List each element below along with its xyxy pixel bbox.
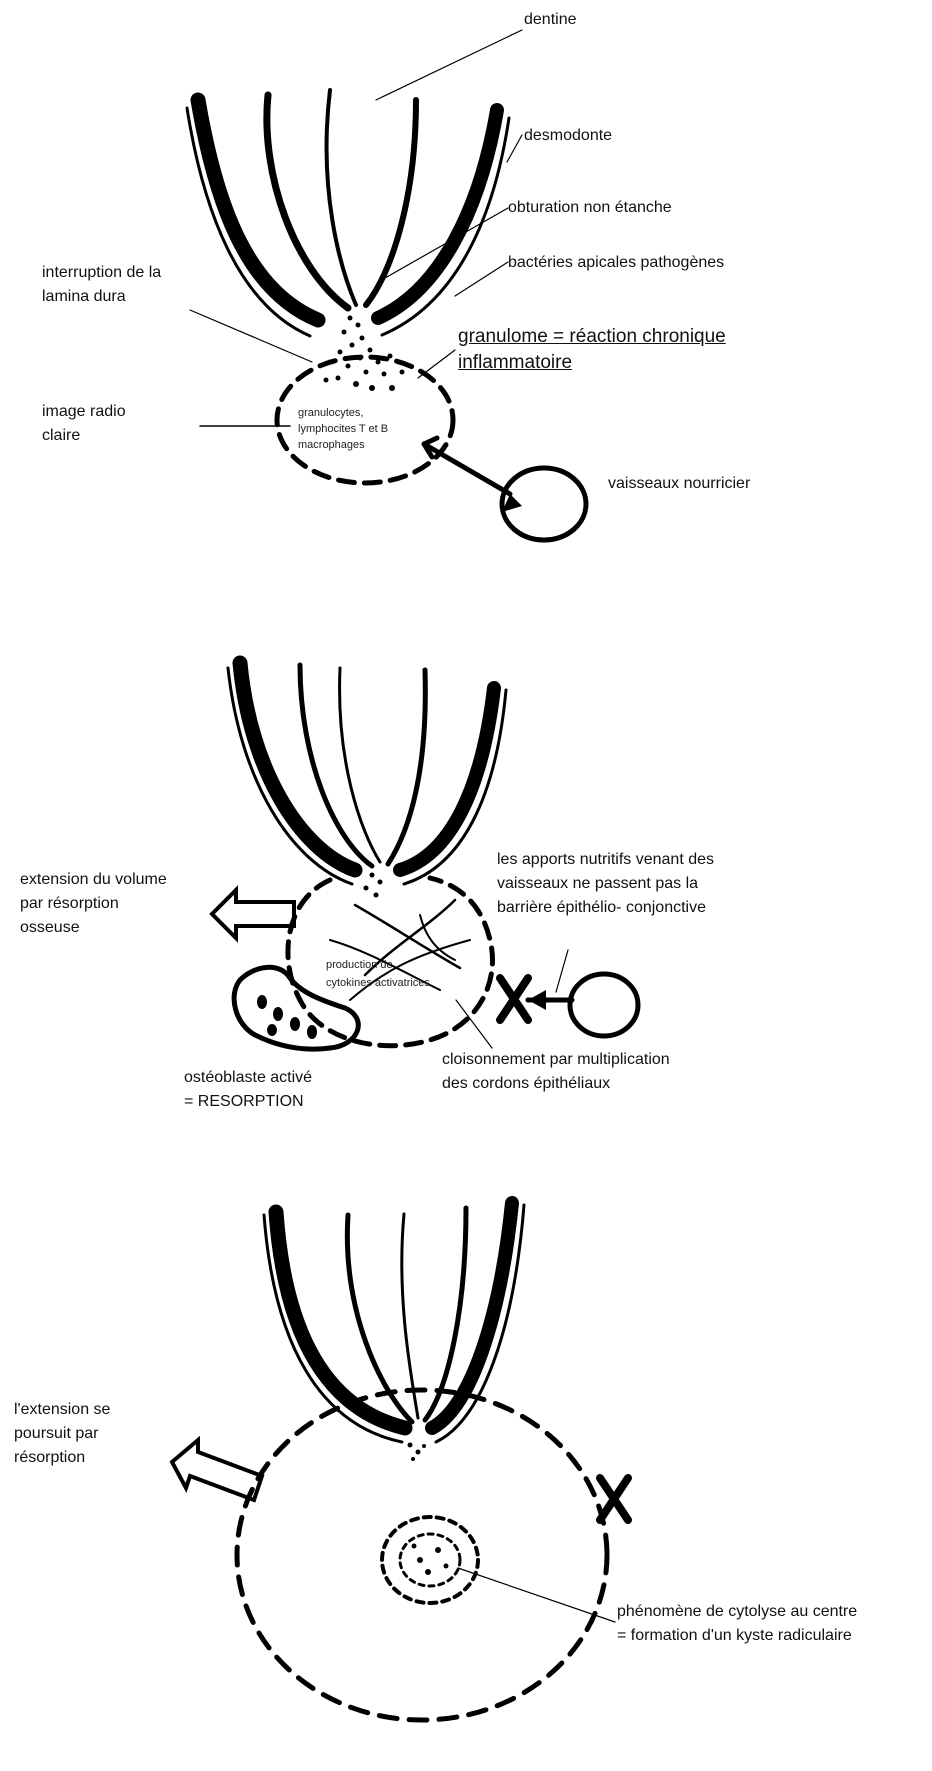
- panel-2-bacteria: [364, 873, 383, 898]
- epithelial-cord-5: [420, 915, 455, 960]
- label-interruption-line1: interruption de la: [42, 261, 161, 285]
- vessel-arrow-shaft: [424, 444, 510, 494]
- label-apports-line3: barrière épithélio- conjonctive: [497, 896, 706, 920]
- root2-canal-center: [340, 668, 380, 862]
- label-apports-line2: vaisseaux ne passent pas la: [497, 872, 698, 896]
- root-left-wall: [198, 100, 318, 320]
- leader-interruption: [190, 310, 312, 362]
- label-osteoblaste-line1: ostéoblaste activé: [184, 1066, 312, 1090]
- leader-cytolyse: [458, 1568, 615, 1622]
- label-extension3-line2: poursuit par: [14, 1422, 99, 1446]
- label-cells-line1: granulocytes,: [298, 406, 363, 420]
- label-cloison-line2: des cordons épithéliaux: [442, 1072, 610, 1096]
- label-cytolyse-line1: phénomène de cytolyse au centre: [617, 1600, 857, 1624]
- label-granulome-line2: inflammatoire: [458, 350, 572, 376]
- label-cytokines-line1: production de: [326, 958, 393, 972]
- panel-2-osteoblast-nuclei: [257, 995, 317, 1039]
- label-image-radio-line1: image radio: [42, 400, 126, 424]
- nourishing-vessel-2: [570, 974, 638, 1036]
- panel-3-cyst: [172, 1203, 628, 1720]
- leader-desmodonte: [507, 135, 522, 162]
- label-extension2-line3: osseuse: [20, 916, 80, 940]
- label-osteoblaste-line2: = RESORPTION: [184, 1090, 304, 1114]
- label-dentine: dentine: [524, 8, 577, 32]
- extension-arrow-3: [172, 1440, 262, 1500]
- block-cross-3: [600, 1478, 628, 1520]
- granuloma-outline: [277, 357, 453, 483]
- label-cells-line3: macrophages: [298, 438, 365, 452]
- leader-granulome: [418, 350, 455, 378]
- root-right-wall: [378, 110, 497, 318]
- label-desmodonte: desmodonte: [524, 124, 612, 148]
- panel-1-granuloma: [187, 30, 586, 540]
- label-obturation: obturation non étanche: [508, 196, 672, 220]
- vessel2-arrow-head: [528, 990, 546, 1010]
- root-canal-center: [327, 90, 356, 305]
- block-cross-2: [500, 978, 528, 1020]
- label-apports-line1: les apports nutritifs venant des: [497, 848, 714, 872]
- label-cells-line2: lymphocites T et B: [298, 422, 388, 436]
- cyst-outline: [237, 1390, 607, 1720]
- root-canal-left: [267, 95, 348, 308]
- extension-arrow-2: [212, 890, 294, 938]
- label-bacteries: bactéries apicales pathogènes: [508, 251, 724, 275]
- label-vaisseaux: vaisseaux nourricier: [608, 472, 750, 496]
- label-cloison-line1: cloisonnement par multiplication: [442, 1048, 670, 1072]
- label-cytolyse-line2: = formation d'un kyste radiculaire: [617, 1624, 852, 1648]
- label-granulome-line1: granulome = réaction chronique: [458, 324, 726, 350]
- panel-3-debris: [408, 1443, 449, 1576]
- leader-dentine: [376, 30, 522, 100]
- label-cytokines-line2: cytokines activatrices: [326, 976, 430, 990]
- leader-bacteries: [455, 262, 508, 296]
- root3-canal-center: [402, 1214, 418, 1418]
- cytolysis-inner: [400, 1534, 460, 1586]
- label-extension2-line2: par résorption: [20, 892, 119, 916]
- label-interruption-line2: lamina dura: [42, 285, 126, 309]
- root2-left-wall: [240, 663, 355, 870]
- label-extension3-line3: résorption: [14, 1446, 85, 1470]
- label-extension2-line1: extension du volume: [20, 868, 167, 892]
- root2-canal-right: [388, 670, 425, 864]
- label-image-radio-line2: claire: [42, 424, 80, 448]
- cytolysis-center: [382, 1517, 478, 1603]
- label-extension3-line1: l'extension se: [14, 1398, 110, 1422]
- root2-right-wall: [400, 688, 494, 870]
- leader-apports: [556, 950, 568, 992]
- panel-1-bacteria: [324, 316, 405, 392]
